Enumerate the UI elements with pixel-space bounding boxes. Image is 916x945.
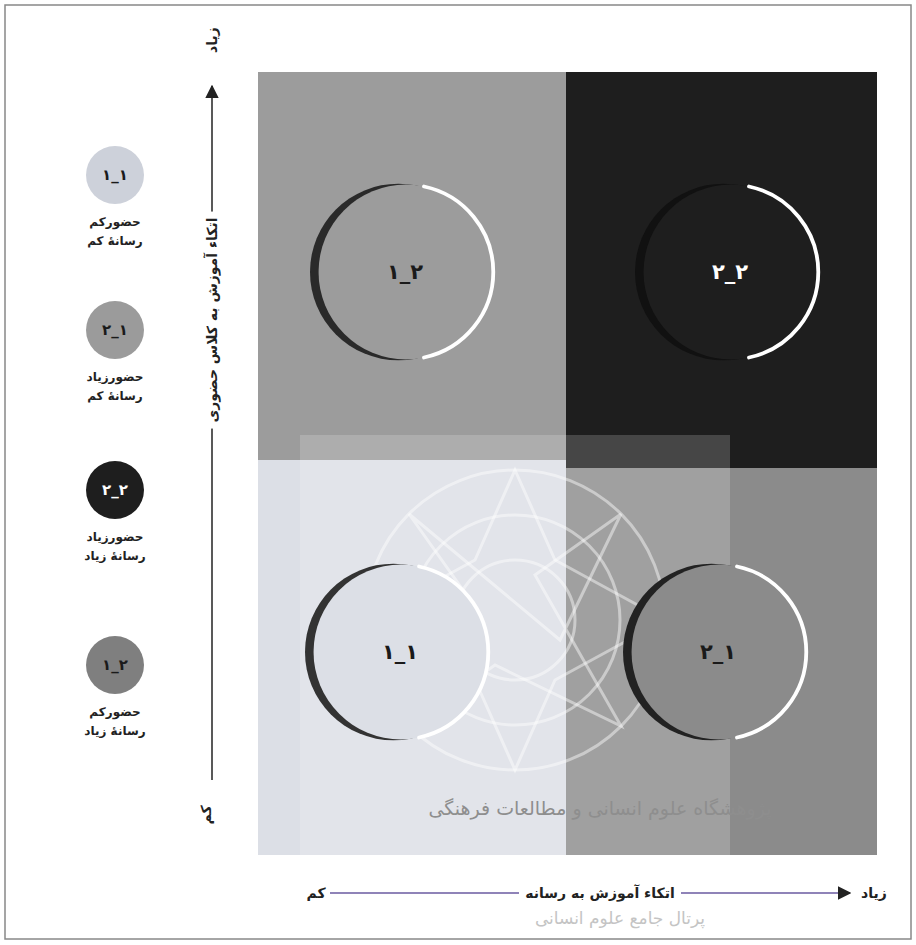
quadrant bbox=[258, 72, 566, 460]
legend-text: حضورزیاد رسانهٔ زیاد bbox=[80, 528, 150, 565]
axis-end: کم bbox=[198, 805, 214, 824]
legend-text: حضورزیاد رسانهٔ کم bbox=[80, 368, 150, 405]
quadrant-circle: ۲_۲ bbox=[635, 177, 825, 367]
outer-frame bbox=[5, 5, 911, 939]
legend-number: ۱_۲ bbox=[86, 656, 144, 674]
circle-label: ۲_۲ bbox=[635, 260, 825, 284]
legend-number: ۲_۲ bbox=[86, 481, 144, 499]
legend-number: ۲_۱ bbox=[86, 321, 144, 339]
legend-text: حضورکم رسانهٔ زیاد bbox=[80, 703, 150, 740]
quadrant-circle: ۱_۱ bbox=[305, 557, 495, 747]
legend-text: حضورکم رسانهٔ کم bbox=[80, 213, 150, 250]
watermark-text: پژوهشگاه علوم انسانی و مطالعات فرهنگی bbox=[429, 797, 772, 819]
circle-label: ۲_۱ bbox=[310, 260, 500, 284]
legend-number: ۱_۱ bbox=[86, 166, 144, 184]
quadrant-circle: ۱_۲ bbox=[623, 557, 813, 747]
axis-line bbox=[211, 86, 213, 780]
axis-end: زیاد bbox=[204, 27, 220, 53]
axis-title: اتکاء آموزش به کلاس حضوری bbox=[204, 211, 220, 428]
circle-label: ۱_۲ bbox=[623, 640, 813, 664]
legend-swatch: ۱_۲ bbox=[86, 636, 144, 694]
watermark-text: پرتال جامع علوم انسانی bbox=[535, 908, 705, 928]
axis-end: کم bbox=[306, 885, 325, 901]
legend-swatch: ۲_۱ bbox=[86, 301, 144, 359]
quadrant bbox=[566, 72, 877, 468]
circle-label: ۱_۱ bbox=[305, 640, 495, 664]
legend-swatch: ۱_۱ bbox=[86, 146, 144, 204]
legend-swatch: ۲_۲ bbox=[86, 461, 144, 519]
axis-end: زیاد bbox=[861, 885, 887, 901]
axis-title: اتکاء آموزش به رسانه bbox=[519, 885, 680, 901]
quadrant-circle: ۲_۱ bbox=[310, 177, 500, 367]
